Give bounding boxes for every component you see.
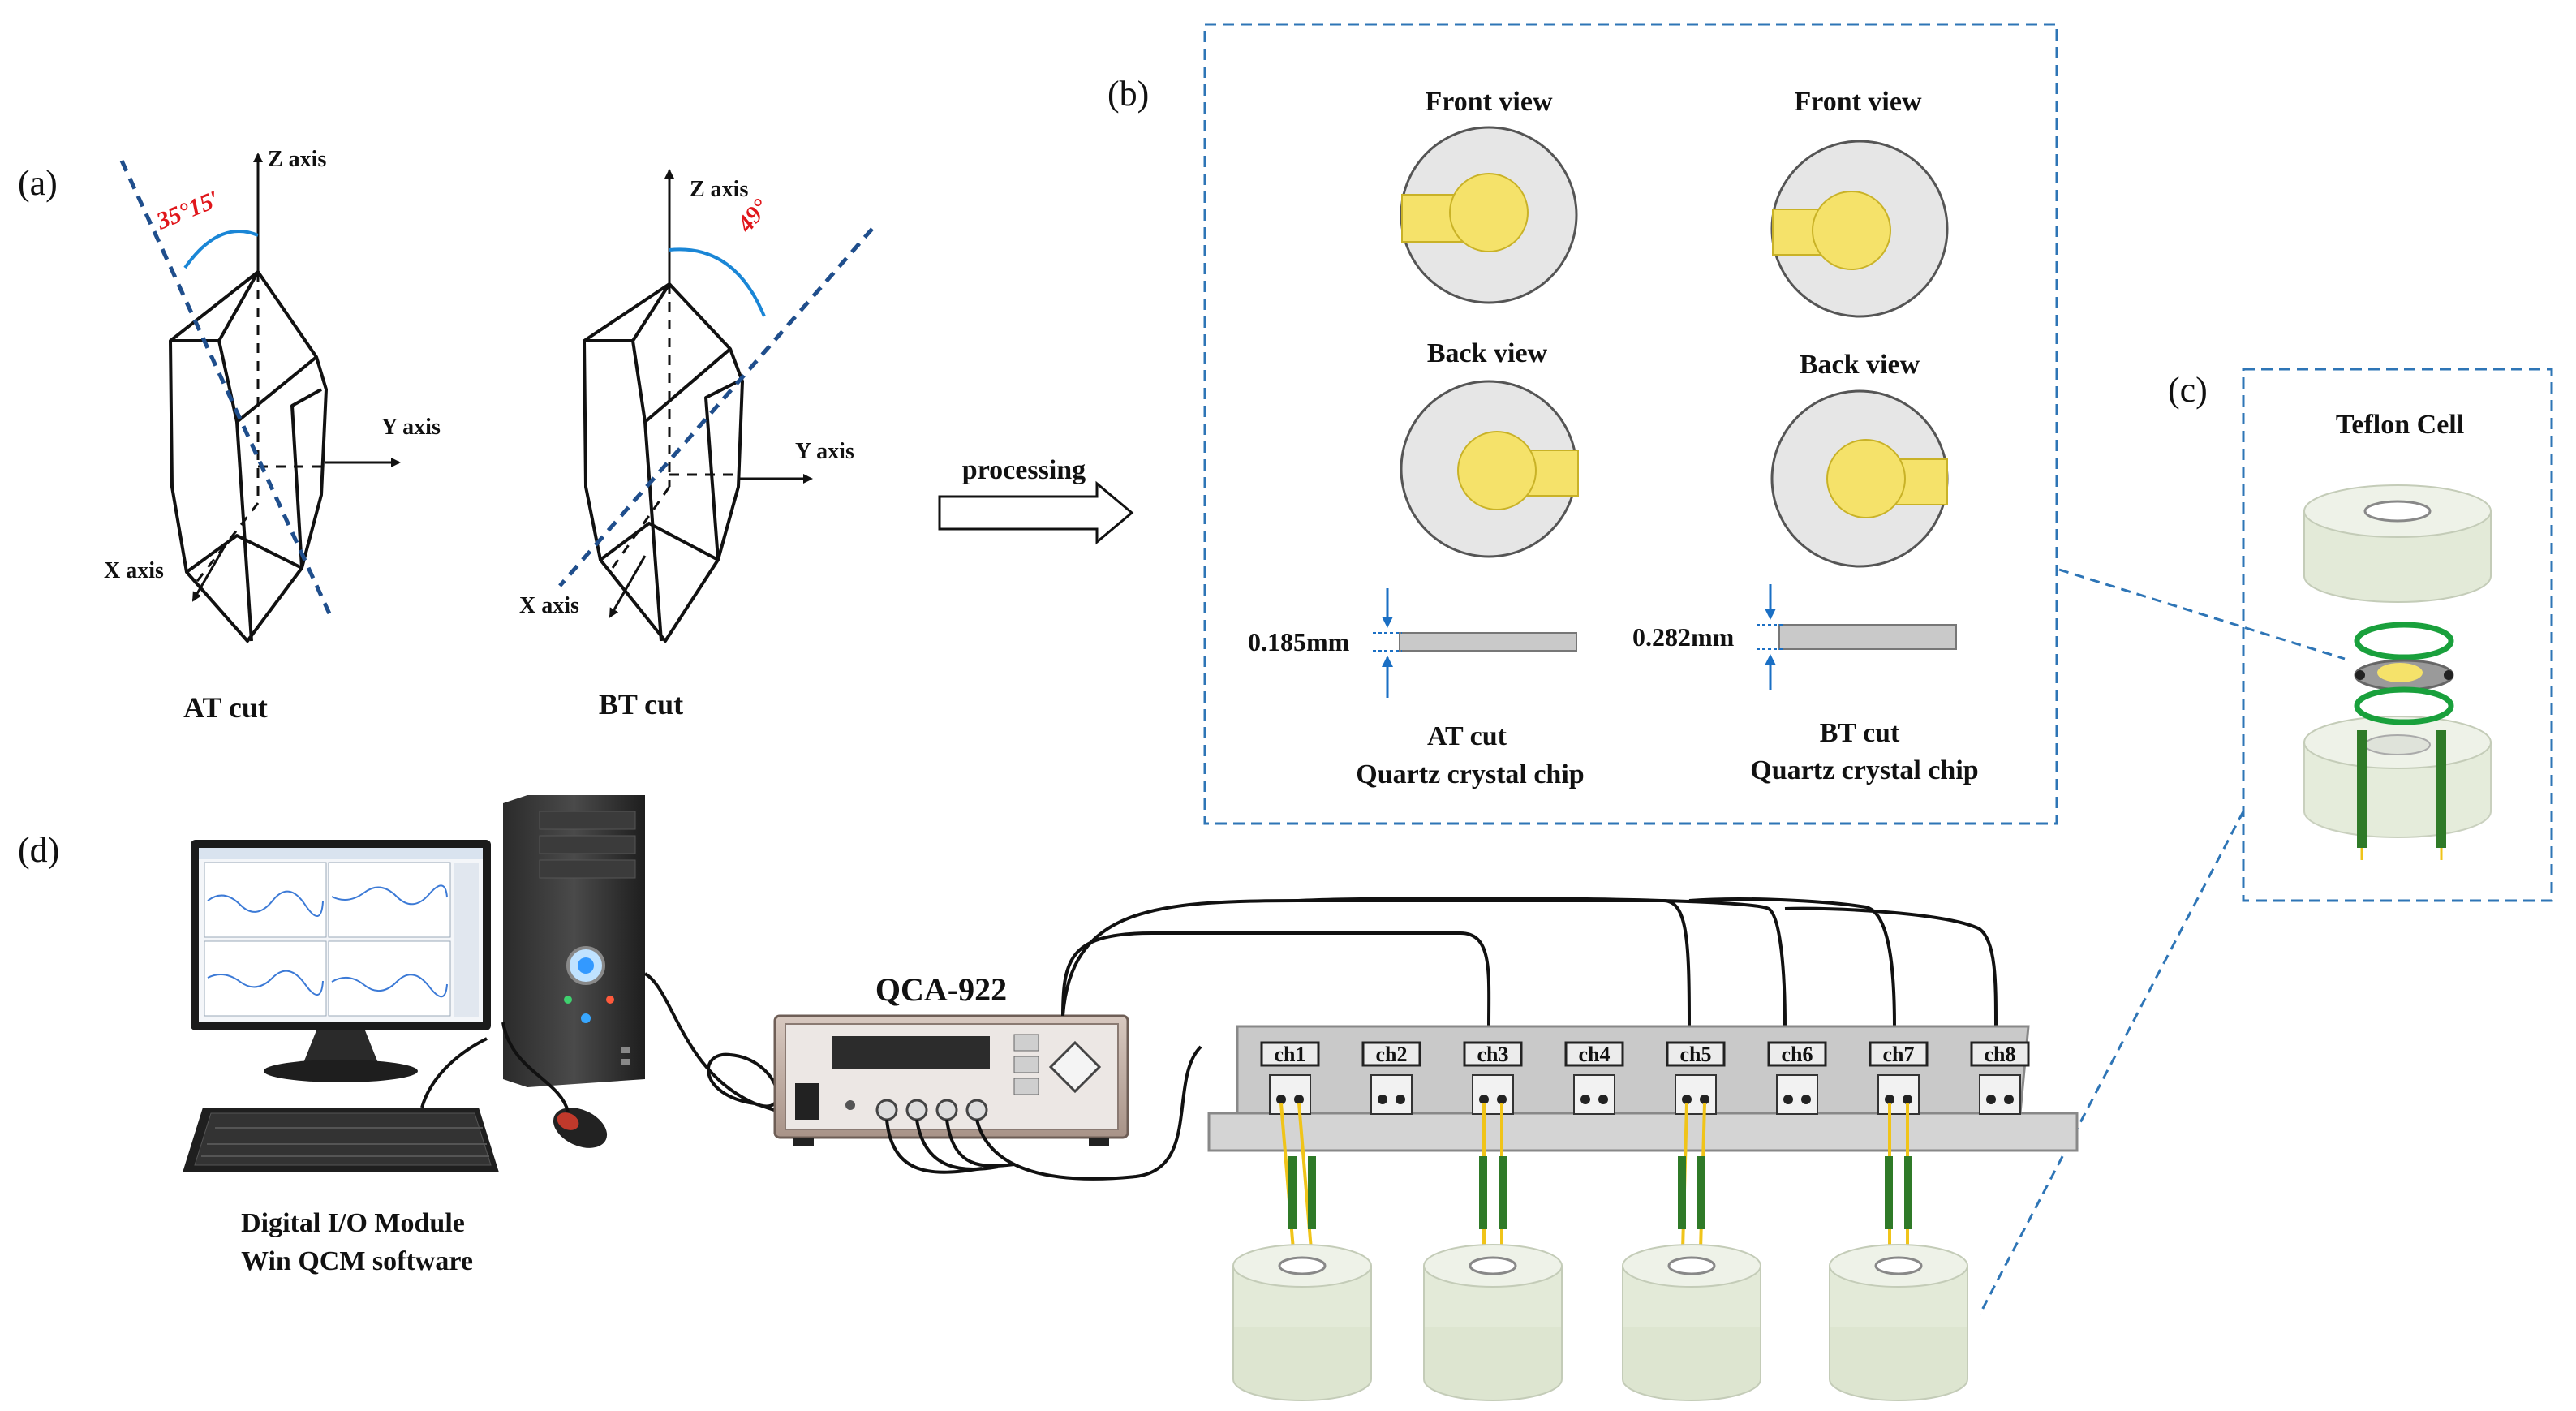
processing-arrow xyxy=(938,480,1134,545)
channel-1: ch1 xyxy=(1260,1041,1320,1115)
pc-keyboard xyxy=(183,1108,499,1172)
bt-angle-arc xyxy=(669,247,766,317)
bt-crystal xyxy=(583,282,744,643)
panel-label-b: (b) xyxy=(1107,74,1149,114)
at-y-label: Y axis xyxy=(381,415,441,440)
channel-rack xyxy=(1207,1025,2079,1152)
channel-label: ch7 xyxy=(1883,1043,1915,1066)
at-back-chip xyxy=(1400,380,1579,558)
bt-thickness-bar xyxy=(1757,584,1957,690)
teflon-cell-title: Teflon Cell xyxy=(2336,410,2464,440)
bt-cut-line xyxy=(558,227,874,587)
channel-label: ch1 xyxy=(1275,1043,1306,1066)
pc-caption-2: Win QCM software xyxy=(241,1246,473,1276)
bt-x-label: X axis xyxy=(519,593,579,618)
bt-back-chip xyxy=(1770,389,1949,568)
panel-b-c-connector xyxy=(2058,568,2346,660)
qca-cables xyxy=(885,897,1998,1181)
at-x-label: X axis xyxy=(104,558,164,583)
bt-chip-caption-1: BT cut xyxy=(1820,718,1900,748)
sensor-cell-4 xyxy=(1829,1103,1968,1401)
channel-label: ch4 xyxy=(1579,1043,1611,1066)
channel-label: ch5 xyxy=(1680,1043,1712,1066)
bt-thickness-label: 0.282mm xyxy=(1632,622,1735,652)
channel-list: ch1 ch2 ch3 ch4 ch5 ch6 ch7 ch8 xyxy=(1260,1041,2030,1115)
bt-chip-caption-2: Quartz crystal chip xyxy=(1750,755,1978,785)
panel-b-box xyxy=(1203,23,2058,825)
at-cut-line xyxy=(119,159,335,622)
pc-mouse xyxy=(553,1108,608,1148)
channel-2: ch2 xyxy=(1361,1041,1421,1115)
qca-title: QCA-922 xyxy=(875,971,1007,1008)
qca-922-instrument xyxy=(773,1014,1129,1146)
panel-label-a: (a) xyxy=(18,163,58,203)
at-angle-label: 35°15′ xyxy=(152,186,223,235)
bt-front-view-label: Front view xyxy=(1794,87,1922,117)
at-crystal xyxy=(169,270,328,643)
at-x-axis xyxy=(191,541,229,602)
at-thickness-bar xyxy=(1373,588,1577,698)
sensor-cell-1 xyxy=(1232,1103,1372,1401)
teflon-cell-bottom xyxy=(2303,716,2492,838)
channel-label: ch3 xyxy=(1477,1043,1509,1066)
channel-7: ch7 xyxy=(1869,1041,1929,1115)
at-back-view-label: Back view xyxy=(1427,338,1548,368)
sensor-cell-2 xyxy=(1423,1103,1563,1401)
channel-label: ch6 xyxy=(1782,1043,1813,1066)
bt-back-view-label: Back view xyxy=(1800,350,1920,380)
pc-caption-1: Digital I/O Module xyxy=(241,1208,465,1238)
at-chip-caption-1: AT cut xyxy=(1427,721,1507,751)
at-chip-caption-2: Quartz crystal chip xyxy=(1356,759,1584,789)
bt-z-label: Z axis xyxy=(690,177,748,202)
sensor-cell-list xyxy=(1232,1103,1968,1401)
bt-y-label: Y axis xyxy=(795,439,854,464)
channel-5: ch5 xyxy=(1666,1041,1726,1115)
panel-label-d: (d) xyxy=(18,830,59,870)
pc-monitor xyxy=(191,840,491,1082)
at-angle-arc xyxy=(183,230,259,269)
bt-x-axis xyxy=(609,555,647,618)
channel-label: ch8 xyxy=(1985,1043,2016,1066)
teflon-cell-rods xyxy=(2357,730,2446,860)
panel-c-box xyxy=(2242,368,2553,902)
bt-caption: BT cut xyxy=(599,688,683,721)
channel-3: ch3 xyxy=(1463,1041,1523,1115)
channel-label: ch2 xyxy=(1376,1043,1408,1066)
sensor-cell-3 xyxy=(1622,1103,1761,1401)
panel-c-d-connector xyxy=(1978,811,2245,1315)
channel-4: ch4 xyxy=(1564,1041,1624,1115)
pc-tower xyxy=(503,795,645,1087)
at-thickness-label: 0.185mm xyxy=(1248,627,1350,656)
panel-label-c: (c) xyxy=(2168,370,2208,410)
channel-8: ch8 xyxy=(1970,1041,2030,1115)
teflon-cell-top xyxy=(2303,484,2492,603)
at-front-chip xyxy=(1400,126,1578,304)
processing-label: processing xyxy=(962,455,1086,485)
channel-6: ch6 xyxy=(1767,1041,1827,1115)
at-front-view-label: Front view xyxy=(1425,87,1553,117)
bt-front-chip xyxy=(1770,140,1949,318)
at-z-label: Z axis xyxy=(268,147,326,172)
at-caption: AT cut xyxy=(183,691,268,724)
teflon-cell-chip xyxy=(2354,622,2454,725)
